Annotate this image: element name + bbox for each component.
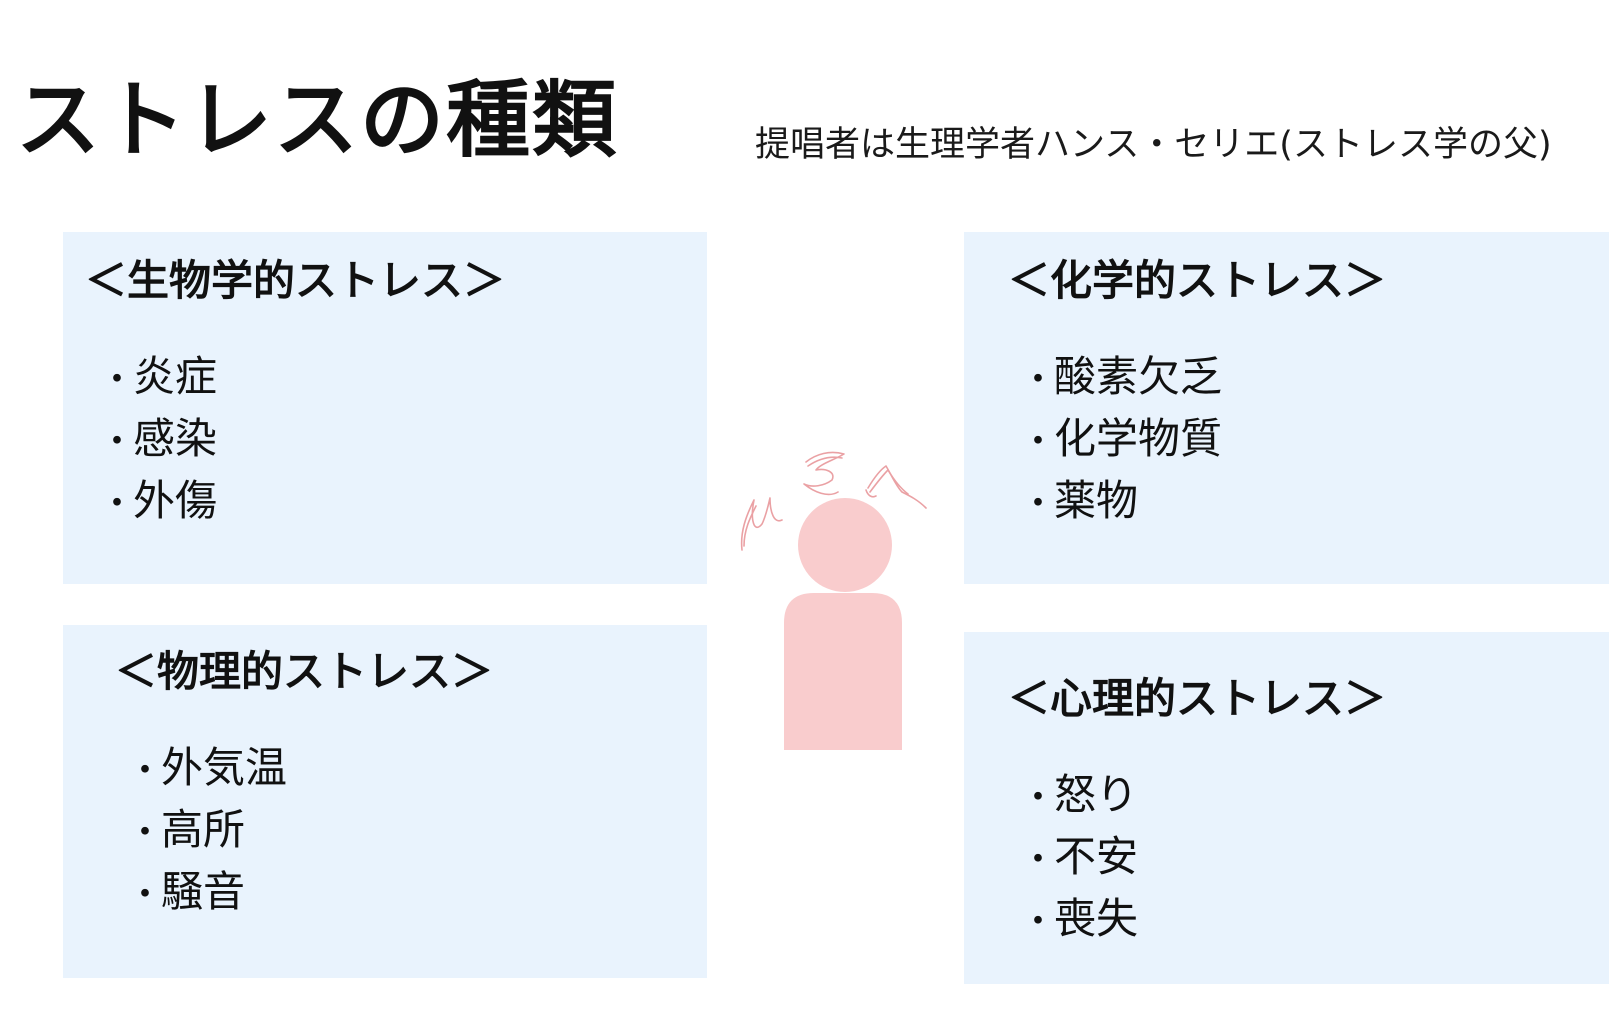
card-heading: ＜心理的ストレス＞ (1008, 674, 1387, 723)
card-psychological-stress: ＜心理的ストレス＞ ・怒り ・不安 ・喪失 (964, 632, 1609, 984)
card-heading: ＜物理的ストレス＞ (115, 647, 494, 696)
bullet: ・ (1020, 359, 1057, 400)
bullet: ・ (127, 750, 164, 791)
bullet: ・ (1020, 421, 1057, 462)
bullet: ・ (127, 874, 164, 915)
list-item-label: 外気温 (161, 743, 288, 792)
list-item-label: 酸素欠乏 (1054, 352, 1223, 401)
bullet: ・ (99, 421, 136, 462)
person-illustration (740, 451, 927, 750)
bullet: ・ (99, 483, 136, 524)
list-item: ・怒り (1020, 764, 1138, 826)
slide-subtitle: 提唱者は生理学者ハンス・セリエ(ストレス学の父) (755, 125, 1552, 165)
list-item-label: 炎症 (133, 352, 218, 401)
list-item-label: 外傷 (133, 476, 218, 525)
list-item-label: 不安 (1054, 832, 1139, 881)
list-item: ・騒音 (127, 861, 287, 923)
list-item: ・不安 (1020, 826, 1138, 888)
list-item-label: 薬物 (1054, 476, 1139, 525)
card-biological-stress: ＜生物学的ストレス＞ ・炎症 ・感染 ・外傷 (63, 232, 707, 584)
list-item-label: 喪失 (1054, 894, 1139, 943)
list-item: ・炎症 (99, 346, 217, 408)
list-item: ・酸素欠乏 (1020, 346, 1222, 408)
card-item-list: ・酸素欠乏 ・化学物質 ・薬物 (1020, 346, 1222, 532)
list-item: ・喪失 (1020, 888, 1138, 950)
list-item-label: 高所 (161, 805, 246, 854)
list-item: ・高所 (127, 799, 287, 861)
bullet: ・ (127, 812, 164, 853)
card-item-list: ・外気温 ・高所 ・騒音 (127, 737, 287, 923)
list-item-label: 感染 (133, 414, 218, 463)
list-item-label: 騒音 (161, 867, 246, 916)
bullet: ・ (1020, 901, 1057, 942)
bullet: ・ (1020, 483, 1057, 524)
card-item-list: ・怒り ・不安 ・喪失 (1020, 764, 1138, 950)
person-icon (784, 498, 902, 750)
list-item-label: 怒り (1054, 770, 1139, 819)
list-item: ・薬物 (1020, 470, 1222, 532)
bullet: ・ (99, 359, 136, 400)
card-item-list: ・炎症 ・感染 ・外傷 (99, 346, 217, 532)
list-item: ・化学物質 (1020, 408, 1222, 470)
bullet: ・ (1020, 777, 1057, 818)
card-chemical-stress: ＜化学的ストレス＞ ・酸素欠乏 ・化学物質 ・薬物 (964, 232, 1609, 584)
list-item-label: 化学物質 (1054, 414, 1223, 463)
list-item: ・外気温 (127, 737, 287, 799)
stress-scribble-icon (740, 451, 927, 551)
list-item: ・感染 (99, 408, 217, 470)
card-heading: ＜化学的ストレス＞ (1008, 256, 1387, 305)
list-item: ・外傷 (99, 470, 217, 532)
slide-title: ストレスの種類 (16, 71, 619, 169)
bullet: ・ (1020, 839, 1057, 880)
card-physical-stress: ＜物理的ストレス＞ ・外気温 ・高所 ・騒音 (63, 625, 707, 978)
card-heading: ＜生物学的ストレス＞ (85, 256, 506, 305)
